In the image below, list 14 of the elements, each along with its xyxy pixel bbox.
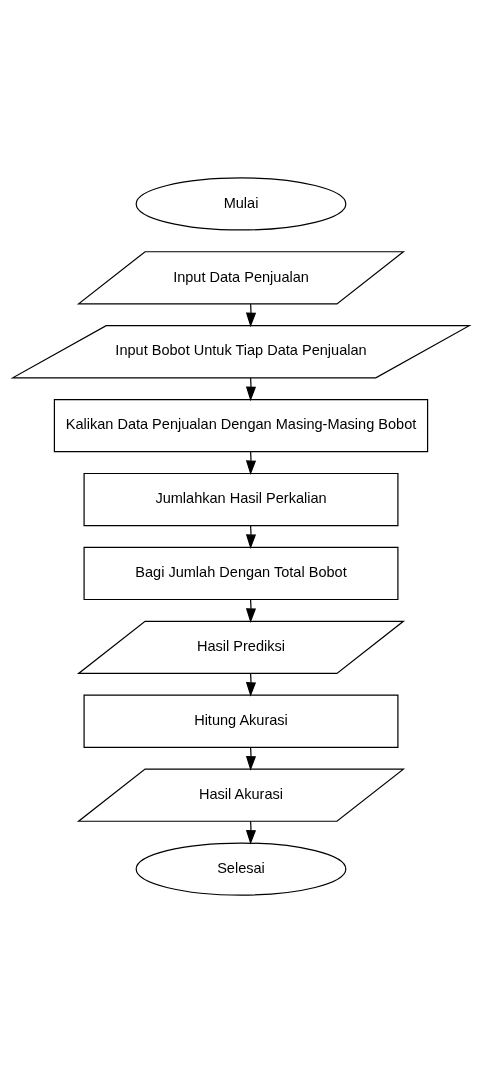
arrow — [245, 450, 257, 475]
arrow — [245, 598, 257, 623]
arrow — [245, 302, 257, 327]
arrow — [245, 524, 257, 549]
arrow — [245, 672, 257, 697]
arrow — [245, 376, 257, 401]
arrow — [245, 820, 257, 845]
node-box: Kalikan Data Penjualan Dengan Masing-Masing Bobot — [53, 398, 429, 452]
arrow — [245, 746, 257, 771]
node-box: Bagi Jumlah Dengan Total Bobot — [83, 546, 399, 600]
node-box: Hitung Akurasi — [83, 694, 399, 748]
node-box: Jumlahkan Hasil Perkalian — [83, 472, 399, 526]
node-ellipse: Selesai — [135, 841, 347, 896]
node-ellipse: Mulai — [135, 176, 347, 231]
